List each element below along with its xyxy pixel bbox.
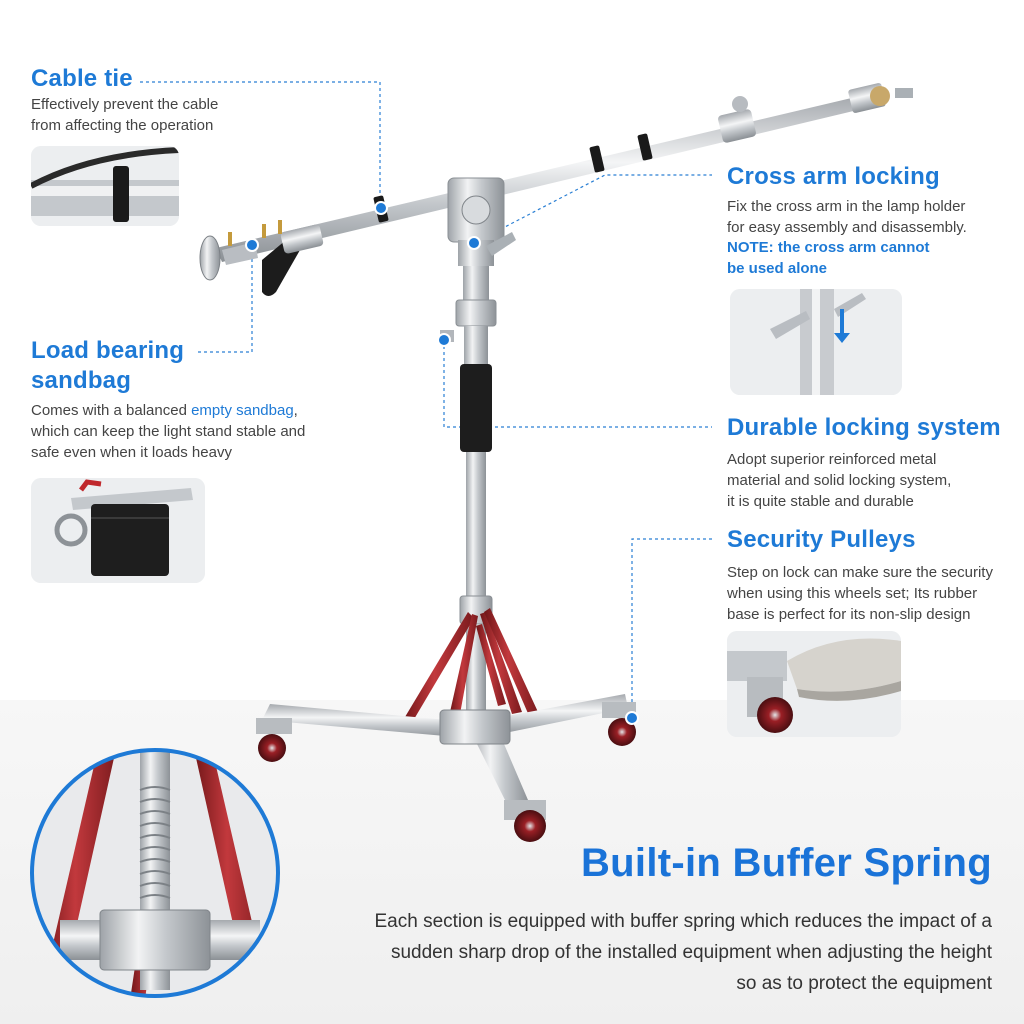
cable-tie-title: Cable tie — [31, 65, 133, 92]
cable-tie-desc-2: from affecting the operation — [31, 117, 214, 134]
callout-markers — [245, 201, 639, 725]
buffer-spring-zoom — [30, 748, 280, 998]
tripod-base — [256, 694, 636, 842]
load-bearing-desc-2: which can keep the light stand stable an… — [31, 423, 306, 440]
load-bearing-desc-1: Comes with a balanced empty sandbag, — [31, 402, 298, 419]
durable-locking-title: Durable locking system — [727, 414, 1001, 441]
center-column — [440, 266, 497, 734]
cable-tie-thumbnail — [31, 146, 179, 226]
security-pulleys-desc-2: when using this wheels set; Its rubber — [727, 585, 978, 602]
load-bearing-desc-3: safe even when it loads heavy — [31, 444, 232, 461]
security-pulleys-desc-3: base is perfect for its non-slip design — [727, 606, 971, 623]
buffer-spring-desc-1: Each section is equipped with buffer spr… — [374, 911, 993, 932]
cross-arm-desc-1: Fix the cross arm in the lamp holder — [727, 198, 966, 215]
caster-left — [256, 718, 292, 762]
callout-leader-lines — [140, 81, 712, 715]
buffer-spring-desc-3: so as to protect the equipment — [736, 973, 992, 994]
buffer-spring-desc: Each section is equipped with buffer spr… — [312, 906, 993, 999]
cross-arm-note-1: NOTE: the cross arm cannot — [727, 239, 930, 256]
load-bearing-title-1: Load bearing — [31, 337, 185, 364]
buffer-spring-desc-2: sudden sharp drop of the installed equip… — [390, 942, 992, 963]
cross-arm-note-2: be used alone — [727, 260, 828, 277]
pulley-thumbnail — [727, 631, 901, 737]
cross-arm-desc-2: for easy assembly and disassembly. — [727, 219, 967, 236]
durable-locking-desc-1: Adopt superior reinforced metal — [727, 451, 937, 468]
cross-arm-title: Cross arm locking — [727, 163, 940, 190]
cross-arm-thumbnail — [730, 289, 902, 395]
red-legs — [402, 608, 538, 726]
head-clamp — [447, 177, 516, 266]
security-pulleys-title: Security Pulleys — [727, 526, 916, 553]
sandbag-thumbnail — [31, 478, 205, 583]
security-pulleys-desc-1: Step on lock can make sure the security — [727, 564, 993, 581]
cable-tie-desc-1: Effectively prevent the cable — [31, 96, 219, 113]
durable-locking-desc-2: material and solid locking system, — [727, 472, 952, 489]
durable-locking-desc-3: it is quite stable and durable — [727, 493, 914, 510]
caster-front — [504, 800, 546, 842]
load-bearing-title-2: sandbag — [31, 367, 132, 394]
buffer-spring-title: Built-in Buffer Spring — [581, 841, 992, 885]
